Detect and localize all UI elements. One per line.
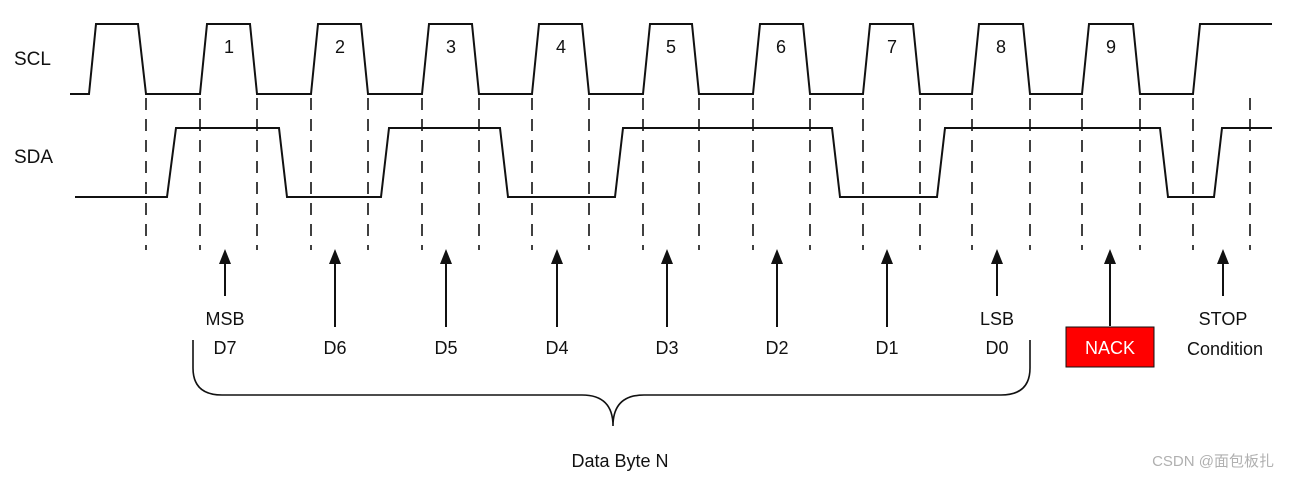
bit-label-d7: D7: [213, 338, 236, 358]
clock-number-5: 5: [666, 37, 676, 57]
bit-label-d5: D5: [434, 338, 457, 358]
sampling-arrows: [219, 249, 1229, 327]
bit-label-d3: D3: [655, 338, 678, 358]
clock-number-8: 8: [996, 37, 1006, 57]
bit-label-d0: D0: [985, 338, 1008, 358]
clock-number-3: 3: [446, 37, 456, 57]
stop-label: STOP: [1199, 309, 1248, 329]
bit-label-lsb: LSB: [980, 309, 1014, 329]
clock-number-4: 4: [556, 37, 566, 57]
bit-label-d1: D1: [875, 338, 898, 358]
clock-number-9: 9: [1106, 37, 1116, 57]
bit-label-d2: D2: [765, 338, 788, 358]
clock-number-1: 1: [224, 37, 234, 57]
sda-signal-label: SDA: [14, 147, 53, 168]
data-byte-label: Data Byte N: [571, 451, 668, 471]
bit-label-msb: MSB: [205, 309, 244, 329]
scl-waveform: [70, 23, 1272, 95]
timing-guide-lines: [145, 98, 1251, 250]
clock-number-2: 2: [335, 37, 345, 57]
scl-signal-label: SCL: [14, 49, 51, 70]
clock-number-6: 6: [776, 37, 786, 57]
watermark: CSDN @面包板扎: [1152, 452, 1274, 470]
nack-label: NACK: [1085, 338, 1135, 358]
bit-label-d6: D6: [323, 338, 346, 358]
data-byte-brace: [192, 340, 1031, 427]
condition-label: Condition: [1187, 339, 1263, 359]
nack-box: NACK: [1065, 326, 1155, 368]
bit-label-d4: D4: [545, 338, 568, 358]
sda-waveform: [75, 127, 1272, 198]
clock-number-7: 7: [887, 37, 897, 57]
